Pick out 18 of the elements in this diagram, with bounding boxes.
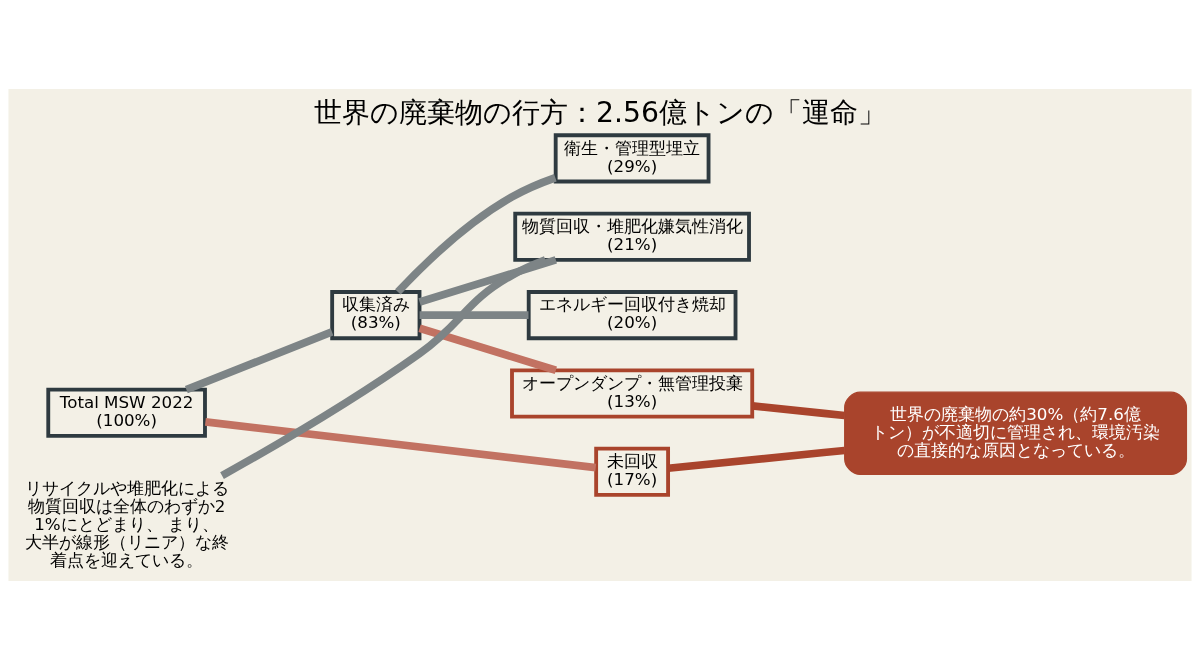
node-box: エネルギー回収付き焼却 (20%) [526, 290, 738, 341]
node-box: 収集済み (83%) [330, 290, 422, 341]
connector [419, 311, 529, 319]
node-box: 世界の廃棄物の約30%（約7.6億トン）が不適切に管理され、環境汚染の直接的な原因となっている。 [844, 391, 1188, 475]
connector [418, 256, 557, 306]
connector [751, 402, 845, 420]
node-box: 衛生・管理型埋立 (29%) [553, 133, 711, 184]
connector [184, 328, 334, 394]
connector [667, 446, 845, 473]
node-text: リサイクルや堆肥化による物質回収は全体のわずか21%にとどまり、 まり、大半が線形（リニア）な終着点を迎えている。 [24, 479, 229, 571]
connector [204, 418, 597, 472]
connector [220, 256, 547, 479]
node-box: オープンダンプ・無管理投棄 (13%) [510, 368, 755, 419]
node-box: Total MSW 2022 (100%) [46, 387, 207, 438]
diagram-title: 世界の廃棄物の行方：2.56億トンの「運命」 [314, 95, 886, 129]
node-box: 物質回収・堆肥化嫌気性消化 (21%) [513, 211, 751, 262]
connector [395, 174, 557, 295]
node-box: 未回収 (17%) [594, 446, 670, 497]
